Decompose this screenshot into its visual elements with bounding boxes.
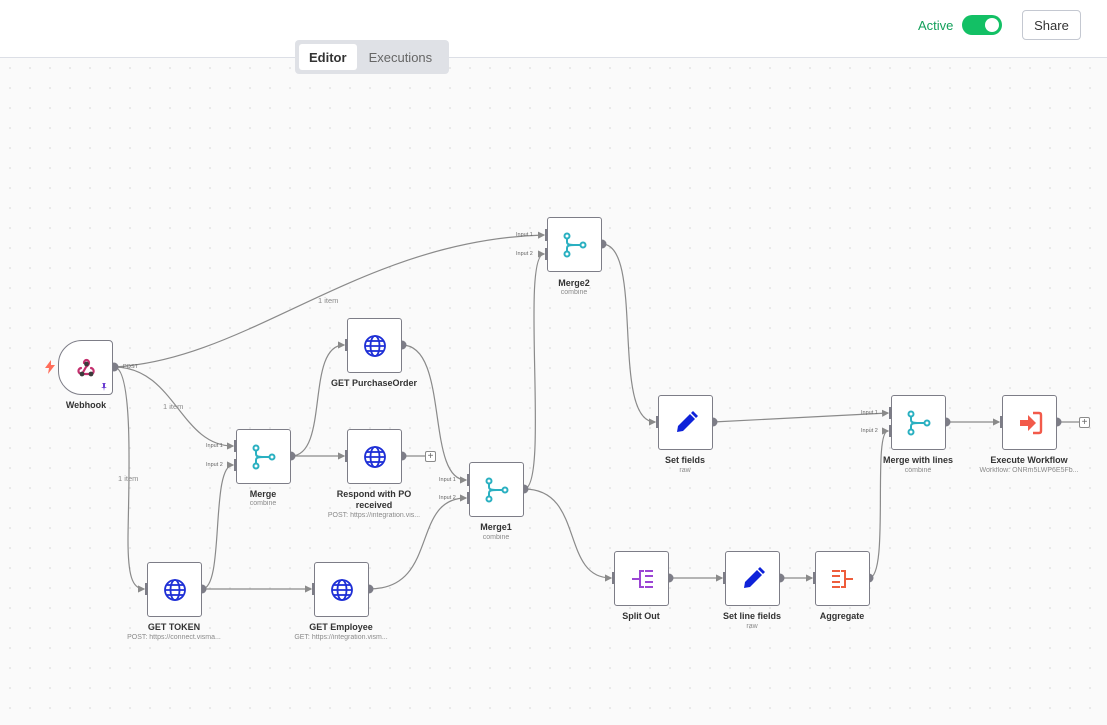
node-label: Merge2 — [558, 278, 590, 288]
port-label-post: POST — [123, 364, 138, 370]
edge-gettoken-merge — [201, 461, 235, 590]
active-label: Active — [918, 18, 954, 33]
edge-merge1-splitout — [523, 488, 613, 582]
edge-webhook-merge2 — [113, 231, 546, 368]
node-subtitle: raw — [679, 467, 691, 474]
pencil-icon — [676, 410, 698, 432]
pin-icon — [101, 383, 107, 391]
node-get-token[interactable] — [147, 562, 202, 617]
node-subtitle: combine — [482, 534, 510, 541]
node-label: Merge1 — [480, 522, 512, 532]
node-label: Execute Workflow — [990, 455, 1068, 465]
toggle-knob — [985, 18, 999, 32]
node-label: Set line fields — [722, 611, 782, 621]
node-label: GET TOKEN — [147, 622, 201, 632]
node-aggregate[interactable] — [815, 551, 870, 606]
port-label-input2: Input 2 — [516, 251, 533, 257]
aggregate-icon — [831, 569, 853, 588]
port-label-input2: Input 2 — [206, 462, 223, 468]
node-merge1[interactable] — [469, 462, 524, 517]
port-label-input1: Input 1 — [861, 410, 878, 416]
port-label-input1: Input 1 — [516, 232, 533, 238]
top-bar: Active Share — [0, 0, 1107, 58]
globe-icon — [330, 578, 353, 601]
node-set-fields[interactable] — [658, 395, 713, 450]
node-subtitle: POST: https://connect.visma... — [127, 634, 221, 641]
pencil-icon — [743, 566, 765, 588]
execute-workflow-icon — [1019, 411, 1042, 434]
edge-webhook-merge — [113, 366, 235, 450]
add-node-button[interactable]: + — [425, 451, 436, 462]
trigger-bolt-icon — [45, 360, 55, 374]
node-label: Respond with PO received — [336, 489, 412, 510]
port-label-input1: Input 1 — [439, 477, 456, 483]
merge-icon — [563, 232, 586, 257]
node-label: GET Employee — [309, 622, 373, 632]
split-out-icon — [631, 569, 653, 588]
node-label: Merge with lines — [882, 455, 953, 465]
edge-aggregate-mergelines — [868, 427, 890, 579]
node-execute-workflow[interactable] — [1002, 395, 1057, 450]
tab-editor[interactable]: Editor — [299, 44, 357, 70]
node-label: Webhook — [65, 400, 107, 410]
active-toggle[interactable] — [962, 15, 1002, 35]
edge-label: 1 item — [318, 296, 339, 305]
merge-icon — [485, 477, 508, 502]
edge-webhook-gettoken — [113, 366, 146, 593]
node-subtitle: combine — [904, 467, 932, 474]
node-label: Set fields — [664, 455, 705, 465]
port-label-input1: Input 1 — [206, 443, 223, 449]
edge-getpo-merge1 — [401, 344, 468, 484]
node-label: Aggregate — [819, 611, 865, 621]
node-subtitle: combine — [249, 500, 277, 507]
node-subtitle: raw — [746, 623, 758, 630]
node-set-line-fields[interactable] — [725, 551, 780, 606]
view-tabs: Editor Executions — [295, 40, 449, 74]
edge-merge1-merge2 — [523, 250, 546, 490]
node-webhook[interactable] — [58, 340, 113, 395]
node-merge[interactable] — [236, 429, 291, 484]
node-split-out[interactable] — [614, 551, 669, 606]
node-merge-with-lines[interactable] — [891, 395, 946, 450]
node-subtitle: Workflow: ONRm5LWP6E5Fb... — [979, 467, 1079, 474]
webhook-icon — [76, 358, 95, 376]
node-subtitle: POST: https://integration.vis... — [327, 512, 421, 519]
tab-executions[interactable]: Executions — [368, 49, 433, 65]
node-get-employee[interactable] — [314, 562, 369, 617]
node-get-purchase-order[interactable] — [347, 318, 402, 373]
node-label: GET PurchaseOrder — [330, 378, 418, 388]
node-merge2[interactable] — [547, 217, 602, 272]
edge-label: 1 item — [163, 402, 184, 411]
merge-icon — [252, 444, 275, 469]
globe-icon — [363, 445, 386, 468]
port-label-input2: Input 2 — [861, 428, 878, 434]
edge-setfields-mergelines — [712, 409, 890, 423]
port-label-input2: Input 2 — [439, 495, 456, 501]
edge-merge-getpo — [290, 341, 346, 457]
node-label: Split Out — [622, 611, 660, 621]
globe-icon — [163, 578, 186, 601]
edge-getemployee-merge1 — [368, 494, 468, 590]
add-node-button[interactable]: + — [1079, 417, 1090, 428]
share-button[interactable]: Share — [1022, 10, 1081, 40]
edge-label: 1 item — [118, 474, 139, 483]
node-respond-po[interactable] — [347, 429, 402, 484]
node-subtitle: GET: https://integration.vism... — [294, 634, 388, 641]
globe-icon — [363, 334, 386, 357]
node-subtitle: combine — [560, 289, 588, 296]
node-label: Merge — [249, 489, 277, 499]
edge-merge2-setfields — [601, 243, 657, 426]
merge-icon — [907, 410, 930, 435]
